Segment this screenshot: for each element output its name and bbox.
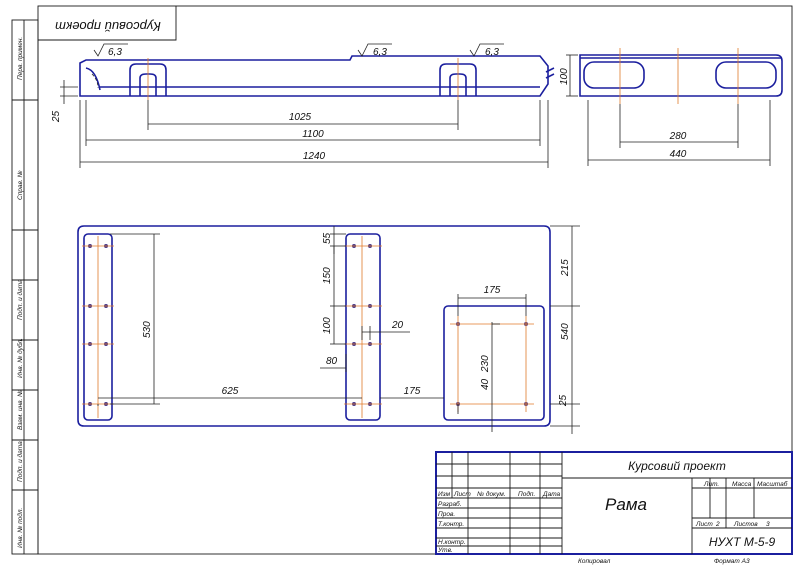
row-nkontr: Н.контр. (438, 539, 466, 546)
roughness-1: 6,3 (108, 47, 122, 58)
footer-format: Формат А3 (714, 558, 750, 565)
rail-middle (345, 233, 381, 421)
plan-view: 530 625 175 55 150 100 20 80 (77, 225, 580, 434)
dim-215: 215 (560, 259, 571, 277)
dim-230: 230 (480, 355, 491, 373)
margin-sprav-no: Справ. № (17, 170, 24, 200)
margin-podp-data-2: Подп. и дата (16, 441, 24, 482)
dim-175-plate: 175 (484, 285, 501, 296)
corner-stamp: Курсовий проект (38, 6, 177, 41)
list-label: Лист (695, 521, 713, 528)
hdr-izm: Изм (438, 491, 451, 498)
dim-55: 55 (322, 232, 333, 244)
hdr-massa: Масса (732, 481, 752, 488)
title-block: Курсовий проект Рама НУХТ М-5-9 Изм Лист… (435, 451, 793, 555)
dim-80: 80 (326, 356, 338, 367)
dim-440: 440 (670, 149, 687, 160)
dim-530: 530 (142, 321, 153, 338)
hdr-data: Дата (542, 491, 561, 498)
hdr-podp: Подп. (518, 490, 535, 498)
side-view (79, 55, 555, 100)
dim-540: 540 (560, 323, 571, 340)
margin-vzam-inv: Взам. инв. № (17, 390, 24, 430)
hdr-doc: № докум. (477, 490, 506, 498)
dim-280: 280 (669, 131, 687, 142)
row-utv: Утв. (437, 547, 453, 554)
dim-25-plan: 25 (558, 394, 569, 407)
row-tkontr: Т.контр. (438, 521, 464, 528)
dim-1240: 1240 (303, 151, 326, 162)
plate-right (443, 305, 545, 421)
dim-625: 625 (222, 386, 239, 397)
margin-inv-dubl: Инв. № дубл. (16, 338, 24, 378)
roughness-3: 6,3 (485, 47, 499, 58)
dim-1025: 1025 (289, 112, 312, 123)
margin-perv-primen: Перв. примен. (17, 37, 24, 80)
rail-left (83, 233, 113, 421)
margin-podp-data-1: Подп. и дата (16, 279, 24, 320)
dim-20: 20 (391, 320, 404, 331)
roughness-marks: 6,3 6,3 6,3 (93, 43, 504, 58)
end-view: 100 280 440 (559, 48, 783, 166)
row-prov: Пров. (438, 511, 455, 518)
listov-label: Листов (733, 521, 758, 528)
hdr-masshtab: Масштаб (757, 480, 788, 488)
footer-copied: Копировал (578, 558, 611, 565)
dim-100-plan: 100 (322, 317, 333, 334)
margin-inv-podl: Инв. № подл. (16, 507, 24, 548)
corner-stamp-text: Курсовий проект (55, 19, 161, 34)
title-project: Курсовий проект (628, 459, 726, 473)
dim-100-end: 100 (559, 68, 570, 85)
dim-150: 150 (322, 267, 333, 284)
title-name: Рама (605, 495, 647, 514)
hdr-list: Лист (453, 491, 471, 498)
plan-dimensions: 530 625 175 55 150 100 20 80 (97, 225, 580, 434)
row-razrab: Разраб. (438, 500, 462, 508)
hdr-lit: Лит. (703, 481, 719, 488)
dim-40: 40 (480, 378, 491, 390)
roughness-2: 6,3 (373, 47, 387, 58)
title-code: НУХТ М-5-9 (709, 535, 776, 549)
dim-1100: 1100 (302, 129, 324, 140)
side-view-dimensions: 1025 1100 1240 25 (51, 80, 549, 168)
dim-175-gap: 175 (404, 386, 421, 397)
left-margin-strip: Перв. примен. Справ. № Подп. и дата Инв.… (11, 19, 39, 555)
listov-value: 3 (766, 521, 770, 528)
dim-25-side: 25 (51, 110, 62, 123)
list-value: 2 (715, 521, 720, 528)
